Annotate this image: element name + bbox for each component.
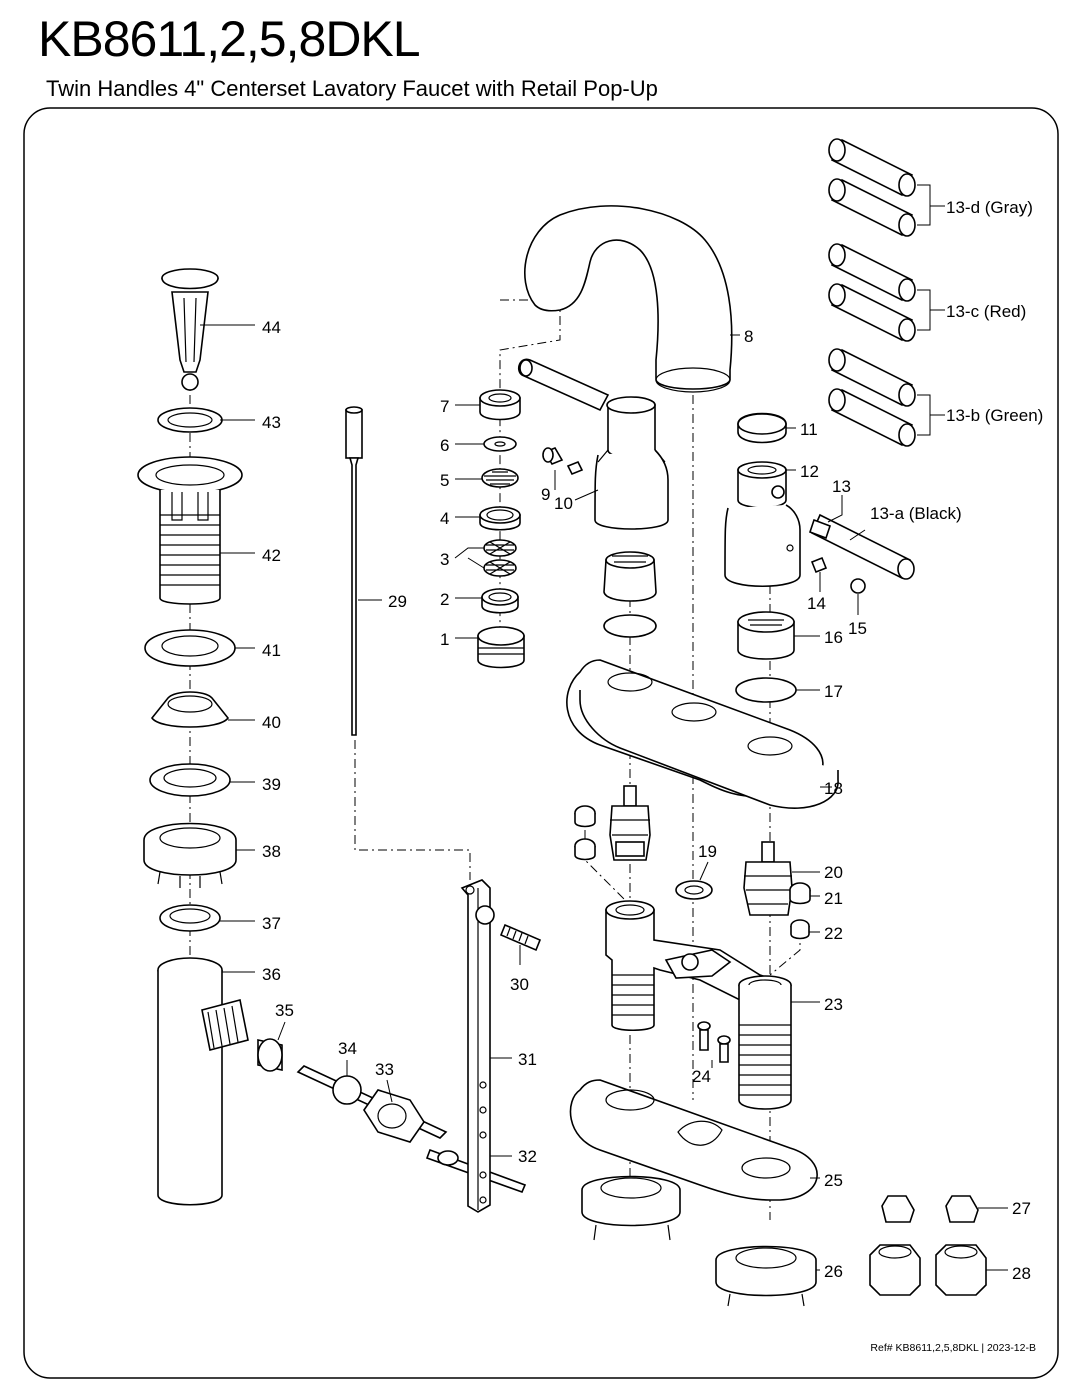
label-part-11: 11 bbox=[800, 420, 818, 439]
label-part-8: 8 bbox=[744, 327, 753, 346]
lever-13-a bbox=[808, 513, 915, 580]
pop-up-stopper-44 bbox=[161, 268, 219, 391]
pivot-washer-35 bbox=[257, 1038, 283, 1072]
label-part-13-a: 13-a (Black) bbox=[870, 504, 962, 523]
seat-21 bbox=[789, 882, 811, 905]
base-gasket-25 bbox=[569, 1079, 818, 1201]
gasket-43 bbox=[157, 407, 223, 433]
screws-24 bbox=[697, 1021, 731, 1063]
gasket-37 bbox=[159, 904, 221, 932]
adapter-16 bbox=[737, 611, 795, 660]
label-part-28: 28 bbox=[1012, 1264, 1031, 1283]
label-part-40: 40 bbox=[262, 713, 281, 732]
base-plate-18 bbox=[566, 659, 839, 809]
clevis-strap-31 bbox=[460, 879, 491, 1213]
rubber-washer-40 bbox=[151, 691, 229, 728]
o-ring-17 bbox=[735, 677, 797, 703]
label-part-39: 39 bbox=[262, 775, 281, 794]
lift-rod-29 bbox=[345, 406, 363, 736]
mounting-nut-left bbox=[581, 1175, 681, 1241]
washer-41 bbox=[144, 629, 236, 667]
label-part-14: 14 bbox=[807, 594, 826, 613]
label-part-24: 24 bbox=[692, 1067, 711, 1086]
leader-lines bbox=[200, 324, 1008, 1271]
set-screw-14 bbox=[810, 556, 828, 574]
label-part-26: 26 bbox=[824, 1262, 843, 1281]
pivot-nut-33 bbox=[363, 1089, 425, 1143]
label-part-23: 23 bbox=[824, 995, 843, 1014]
drain-body-42 bbox=[137, 456, 243, 605]
label-part-13-d: 13-d (Gray) bbox=[946, 198, 1033, 217]
lock-nut-38 bbox=[143, 822, 237, 888]
label-part-30: 30 bbox=[510, 975, 529, 994]
washer-19 bbox=[675, 880, 713, 900]
label-part-19: 19 bbox=[698, 842, 717, 861]
label-part-22: 22 bbox=[824, 924, 843, 943]
aerator-parts bbox=[477, 389, 525, 669]
compression-nuts-28 bbox=[869, 1244, 987, 1296]
label-part-29: 29 bbox=[388, 592, 407, 611]
label-part-13: 13 bbox=[832, 477, 851, 496]
part-labels: 44 43 42 41 40 39 38 37 36 35 34 33 29 3… bbox=[262, 198, 1043, 1283]
o-ring-left bbox=[603, 614, 657, 638]
handle-body-12 bbox=[724, 461, 801, 587]
product-subtitle: Twin Handles 4" Centerset Lavatory Fauce… bbox=[46, 76, 658, 101]
label-part-20: 20 bbox=[824, 863, 843, 882]
label-part-33: 33 bbox=[375, 1060, 394, 1079]
button-cap-11 bbox=[737, 412, 787, 444]
spout-8 bbox=[524, 205, 733, 393]
label-part-7: 7 bbox=[440, 397, 449, 416]
model-title: KB8611,2,5,8DKL bbox=[38, 11, 421, 67]
label-part-36: 36 bbox=[262, 965, 281, 984]
label-part-35: 35 bbox=[275, 1001, 294, 1020]
cartridge-left bbox=[609, 785, 651, 861]
label-part-44: 44 bbox=[262, 318, 281, 337]
label-part-37: 37 bbox=[262, 914, 281, 933]
set-screw-9 bbox=[542, 447, 584, 476]
label-part-5: 5 bbox=[440, 471, 449, 490]
label-part-3: 3 bbox=[440, 550, 449, 569]
label-part-16: 16 bbox=[824, 628, 843, 647]
label-part-34: 34 bbox=[338, 1039, 357, 1058]
reference-footer: Ref# KB8611,2,5,8DKL | 2023-12-B bbox=[870, 1342, 1036, 1354]
label-part-17: 17 bbox=[824, 682, 843, 701]
ferrules-27 bbox=[881, 1195, 979, 1223]
label-part-1: 1 bbox=[440, 630, 449, 649]
label-part-13-c: 13-c (Red) bbox=[946, 302, 1026, 321]
strap-screw-30 bbox=[475, 905, 542, 952]
label-part-12: 12 bbox=[800, 462, 819, 481]
diagram-frame bbox=[23, 107, 1059, 1379]
friction-washer-39 bbox=[149, 763, 231, 797]
label-part-21: 21 bbox=[824, 889, 843, 908]
handle-10 bbox=[518, 358, 669, 530]
index-button-15 bbox=[850, 578, 866, 594]
label-part-15: 15 bbox=[848, 619, 867, 638]
label-part-6: 6 bbox=[440, 436, 449, 455]
label-part-38: 38 bbox=[262, 842, 281, 861]
adapter-left bbox=[603, 551, 657, 602]
valve-body-23 bbox=[605, 900, 792, 1110]
label-part-25: 25 bbox=[824, 1171, 843, 1190]
spring-22 bbox=[790, 919, 810, 940]
label-part-43: 43 bbox=[262, 413, 281, 432]
mounting-nut-26 bbox=[715, 1245, 817, 1307]
cartridge-20 bbox=[743, 841, 793, 916]
label-part-27: 27 bbox=[1012, 1199, 1031, 1218]
label-part-41: 41 bbox=[262, 641, 281, 660]
tailpiece-36 bbox=[157, 957, 249, 1206]
seat-left bbox=[574, 805, 596, 861]
label-part-42: 42 bbox=[262, 546, 281, 565]
label-part-9: 9 bbox=[541, 485, 550, 504]
label-part-31: 31 bbox=[518, 1050, 537, 1069]
label-part-10: 10 bbox=[554, 494, 573, 513]
label-part-18: 18 bbox=[824, 779, 843, 798]
handle-tubes bbox=[828, 138, 945, 447]
label-part-2: 2 bbox=[440, 590, 449, 609]
label-part-13-b: 13-b (Green) bbox=[946, 406, 1043, 425]
label-part-4: 4 bbox=[440, 509, 449, 528]
label-part-32: 32 bbox=[518, 1147, 537, 1166]
